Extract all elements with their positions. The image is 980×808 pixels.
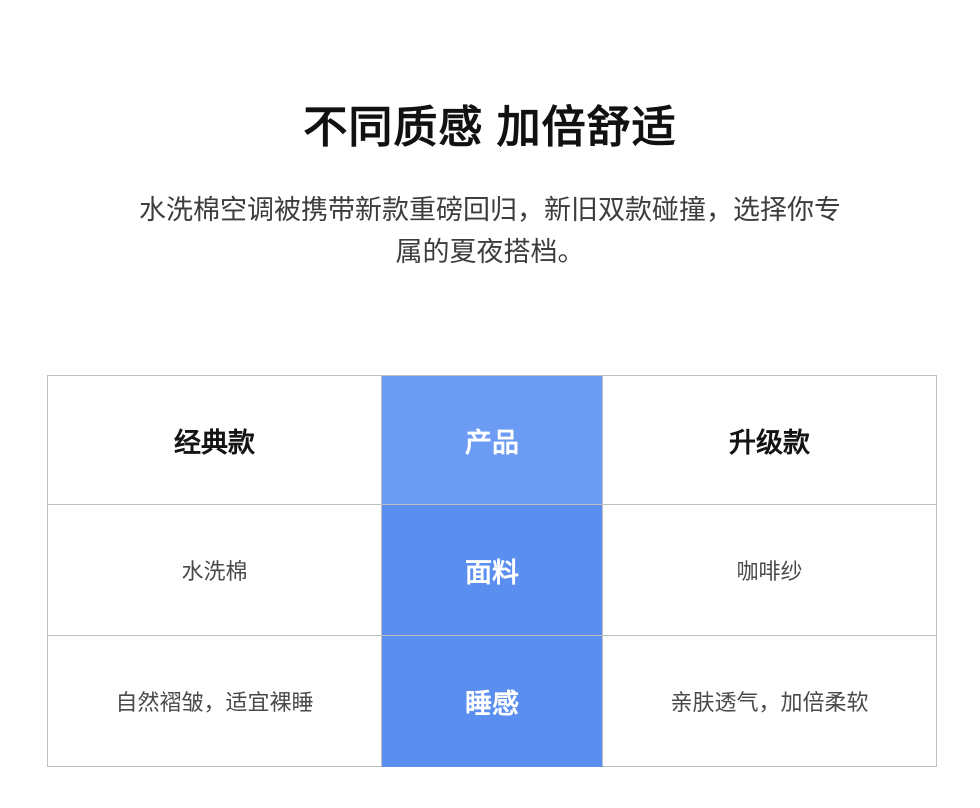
page-subtitle: 水洗棉空调被携带新款重磅回归，新旧双款碰撞，选择你专属的夏夜搭档。 (139, 195, 841, 268)
cell-classic-sleepfeel: 自然褶皱，适宜裸睡 (47, 635, 382, 767)
cell-upgraded-sleepfeel: 亲肤透气，加倍柔软 (602, 635, 937, 767)
comparison-table: 经典款 产品 升级款 水洗棉 面料 咖啡纱 自然褶皱，适宜裸睡 睡感 亲肤透气，… (47, 375, 937, 767)
table-header-row: 经典款 产品 升级款 (47, 375, 937, 505)
column-header-product: 产品 (381, 375, 603, 505)
table-row: 水洗棉 面料 咖啡纱 (47, 504, 937, 636)
cell-classic-fabric: 水洗棉 (47, 504, 382, 636)
column-header-upgraded: 升级款 (602, 375, 937, 505)
row-label-fabric: 面料 (381, 504, 603, 636)
column-header-classic: 经典款 (47, 375, 382, 505)
page-title: 不同质感 加倍舒适 (303, 103, 677, 152)
row-label-sleepfeel: 睡感 (381, 635, 603, 767)
table-row: 自然褶皱，适宜裸睡 睡感 亲肤透气，加倍柔软 (47, 635, 937, 767)
cell-upgraded-fabric: 咖啡纱 (602, 504, 937, 636)
